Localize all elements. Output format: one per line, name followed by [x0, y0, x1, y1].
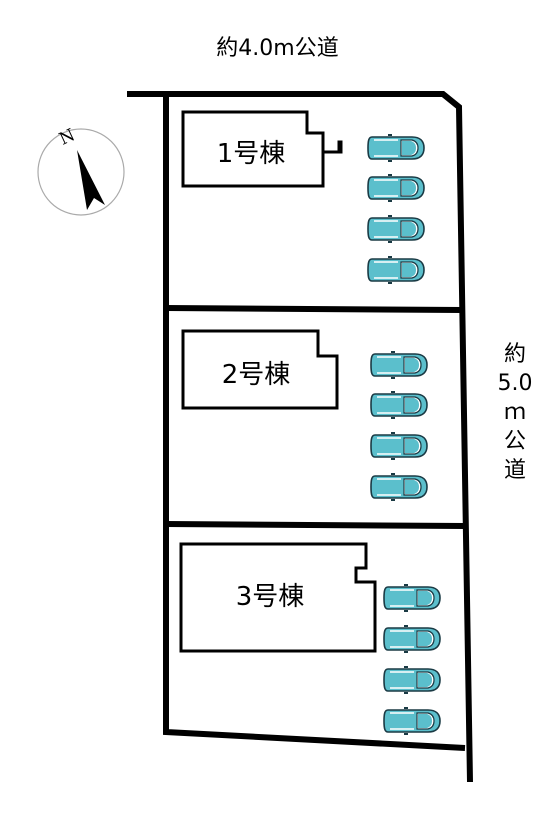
car-icon — [370, 351, 428, 379]
building-lot-3 — [179, 542, 377, 653]
site-boundary — [127, 91, 473, 783]
car-icon — [383, 584, 441, 612]
east-road-label-line: 公 — [503, 429, 526, 454]
car-icon — [370, 473, 428, 501]
car-icon — [367, 256, 425, 284]
car-icon — [383, 666, 441, 694]
east-road-label-line: 道 — [503, 458, 526, 483]
north-arrow-icon — [77, 150, 105, 210]
compass: N — [37, 125, 125, 216]
east-road-label-line: 約 — [503, 342, 526, 367]
car-icon — [383, 707, 441, 735]
north-road-label: 約4.0m公道 — [216, 36, 339, 61]
building-lot-2 — [181, 329, 339, 410]
car-icon — [370, 432, 428, 460]
lot-1-label: 1号棟 — [217, 139, 286, 169]
car-icon — [367, 174, 425, 202]
car-icon — [367, 215, 425, 243]
lot-2-label: 2号棟 — [222, 360, 291, 390]
car-icon — [367, 134, 425, 162]
east-road-label: 約 5.0 ｍ 公 道 — [480, 340, 550, 485]
car-icon — [370, 391, 428, 419]
site-boundary-west — [163, 94, 466, 751]
east-road-label-line: ｍ — [503, 400, 526, 425]
lot-divider — [165, 521, 466, 529]
east-road-label-line: 5.0 — [497, 371, 533, 396]
lot-3-label: 3号棟 — [236, 582, 305, 612]
building-lot-1 — [181, 110, 343, 188]
car-icon — [383, 625, 441, 653]
lot-divider — [165, 305, 463, 313]
